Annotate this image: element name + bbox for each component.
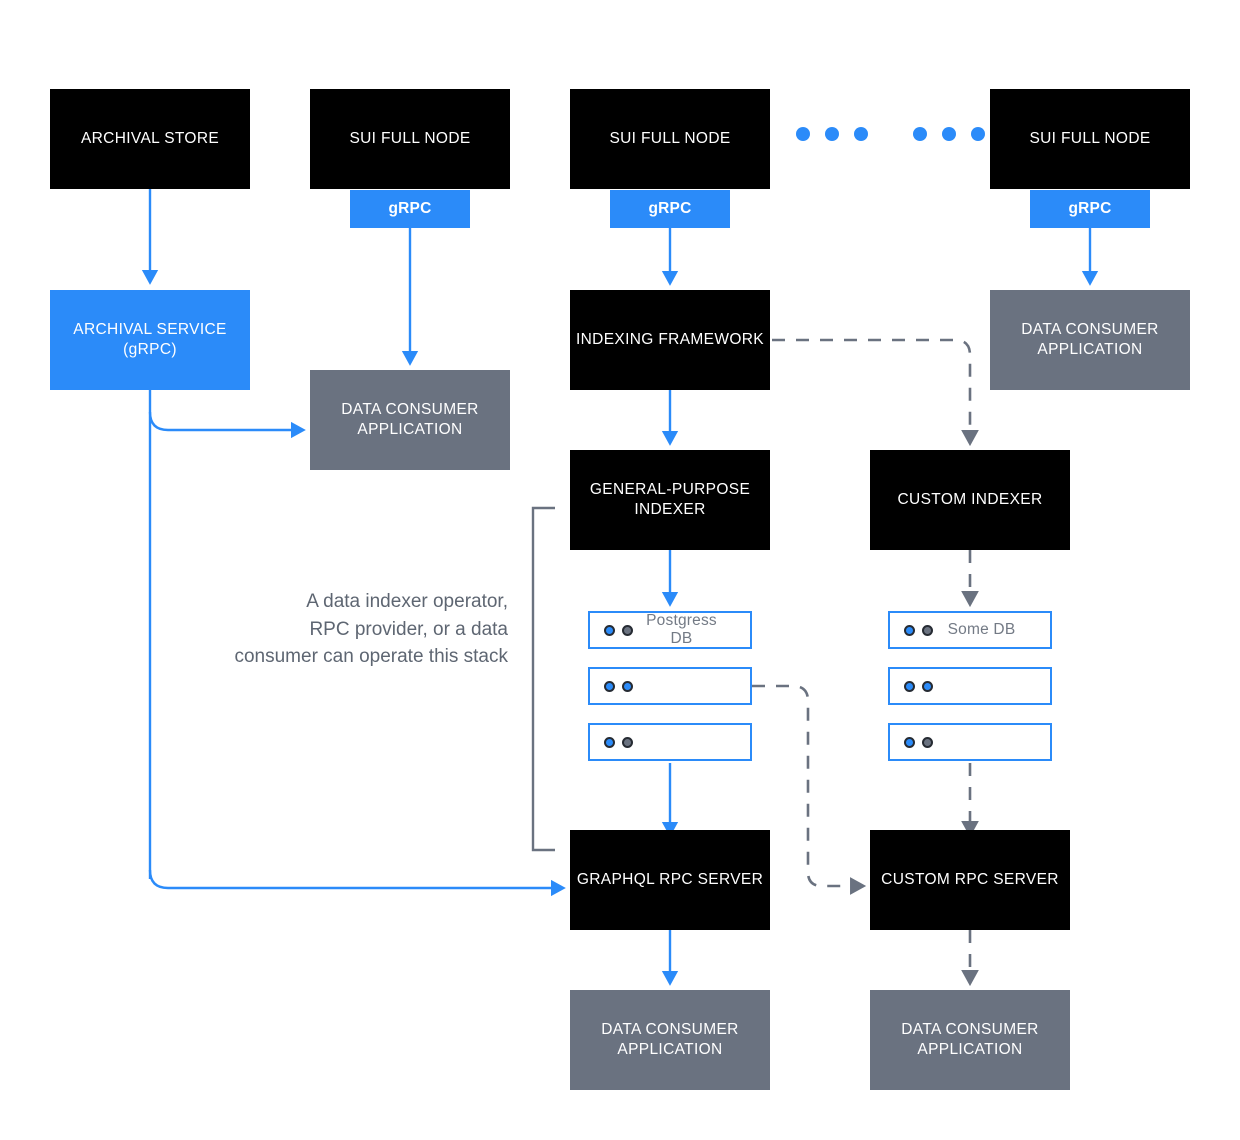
node-archival-service-label-line1: ARCHIVAL SERVICE	[73, 320, 227, 338]
node-data-consumer-application-left[interactable]: DATA CONSUMER APPLICATION	[310, 370, 510, 470]
status-dot-blue-icon	[922, 680, 933, 692]
node-sui-full-node-2-label: SUI FULL NODE	[609, 129, 731, 147]
node-sui-full-node-1[interactable]: SUI FULL NODE	[310, 89, 510, 189]
node-archival-service-label-line2: (gRPC)	[123, 341, 177, 358]
badge-grpc-3[interactable]: gRPC	[1030, 190, 1150, 228]
node-general-purpose-indexer-line1: GENERAL-PURPOSE	[589, 480, 751, 498]
node-graphql-rpc-server[interactable]: GRAPHQL RPC SERVER	[570, 830, 770, 930]
node-general-purpose-indexer[interactable]: GENERAL-PURPOSE INDEXER	[570, 450, 770, 550]
ellipsis-dots-group-1	[796, 127, 868, 141]
db-box-right-3[interactable]	[888, 723, 1052, 761]
db-box-left-1[interactable]: Postgress DB	[588, 611, 752, 649]
node-graphql-rpc-server-label: GRAPHQL RPC SERVER	[576, 870, 764, 888]
status-dot-gray-icon	[622, 736, 633, 748]
badge-grpc-1-label: gRPC	[388, 199, 432, 217]
node-archival-store-label: ARCHIVAL STORE	[80, 129, 220, 147]
badge-grpc-3-label: gRPC	[1068, 199, 1112, 217]
node-data-consumer-application-left-line2: APPLICATION	[357, 421, 463, 438]
db-box-left-1-label: Postgress DB	[646, 612, 717, 647]
node-data-consumer-application-bottom-right-line2: APPLICATION	[917, 1041, 1023, 1058]
node-data-consumer-application-right[interactable]: DATA CONSUMER APPLICATION	[990, 290, 1190, 390]
db-box-left-2-dots	[604, 680, 633, 692]
node-indexing-framework[interactable]: INDEXING FRAMEWORK	[570, 290, 770, 390]
node-data-consumer-application-left-line1: DATA CONSUMER	[341, 400, 479, 418]
status-dot-blue-icon	[904, 680, 915, 692]
node-custom-indexer[interactable]: CUSTOM INDEXER	[870, 450, 1070, 550]
node-data-consumer-application-bottom-right[interactable]: DATA CONSUMER APPLICATION	[870, 990, 1070, 1090]
status-dot-gray-icon	[922, 624, 933, 636]
node-data-consumer-application-right-line2: APPLICATION	[1037, 341, 1143, 358]
db-box-right-2[interactable]	[888, 667, 1052, 705]
badge-grpc-2[interactable]: gRPC	[610, 190, 730, 228]
node-data-consumer-application-bottom-left-line2: APPLICATION	[617, 1041, 723, 1058]
node-sui-full-node-2[interactable]: SUI FULL NODE	[570, 89, 770, 189]
ellipsis-dot-icon	[825, 127, 839, 141]
node-sui-full-node-3-label: SUI FULL NODE	[1029, 129, 1151, 147]
node-archival-service[interactable]: ARCHIVAL SERVICE (gRPC)	[50, 290, 250, 390]
annotation-line-3: consumer can operate this stack	[234, 646, 508, 668]
ellipsis-dots-group-2	[913, 127, 985, 141]
annotation-line-1: A data indexer operator,	[306, 591, 508, 612]
status-dot-gray-icon	[622, 624, 633, 636]
status-dot-blue-icon	[904, 736, 915, 748]
node-archival-store[interactable]: ARCHIVAL STORE	[50, 89, 250, 189]
badge-grpc-2-label: gRPC	[648, 199, 692, 217]
ellipsis-dot-icon	[942, 127, 956, 141]
db-box-left-3[interactable]	[588, 723, 752, 761]
annotation-operator-note: A data indexer operator, RPC provider, o…	[178, 588, 508, 671]
ellipsis-dot-icon	[854, 127, 868, 141]
node-general-purpose-indexer-line2: INDEXER	[634, 501, 706, 518]
node-sui-full-node-1-label: SUI FULL NODE	[349, 129, 471, 147]
db-box-right-1-dots	[904, 624, 933, 636]
db-box-left-3-dots	[604, 736, 633, 748]
ellipsis-dot-icon	[796, 127, 810, 141]
node-custom-rpc-server-label: CUSTOM RPC SERVER	[881, 870, 1059, 888]
db-box-right-2-dots	[904, 680, 933, 692]
node-sui-full-node-3[interactable]: SUI FULL NODE	[990, 89, 1190, 189]
db-box-right-3-dots	[904, 736, 933, 748]
db-box-right-1[interactable]: Some DB	[888, 611, 1052, 649]
node-data-consumer-application-bottom-left-line1: DATA CONSUMER	[601, 1020, 739, 1038]
status-dot-blue-icon	[622, 680, 633, 692]
status-dot-blue-icon	[904, 624, 915, 636]
node-data-consumer-application-right-line1: DATA CONSUMER	[1021, 320, 1159, 338]
node-indexing-framework-label: INDEXING FRAMEWORK	[575, 330, 764, 348]
annotation-line-2: RPC provider, or a data	[309, 618, 508, 640]
status-dot-blue-icon	[604, 680, 615, 692]
status-dot-blue-icon	[604, 624, 615, 636]
db-box-left-1-dots	[604, 624, 633, 636]
badge-grpc-1[interactable]: gRPC	[350, 190, 470, 228]
status-dot-blue-icon	[604, 736, 615, 748]
node-custom-rpc-server[interactable]: CUSTOM RPC SERVER	[870, 830, 1070, 930]
ellipsis-dot-icon	[913, 127, 927, 141]
db-box-left-2[interactable]	[588, 667, 752, 705]
node-custom-indexer-label: CUSTOM INDEXER	[897, 490, 1043, 508]
node-data-consumer-application-bottom-right-line1: DATA CONSUMER	[901, 1020, 1039, 1038]
status-dot-gray-icon	[922, 736, 933, 748]
node-data-consumer-application-bottom-left[interactable]: DATA CONSUMER APPLICATION	[570, 990, 770, 1090]
ellipsis-dot-icon	[971, 127, 985, 141]
db-box-right-1-label: Some DB	[947, 621, 1016, 638]
